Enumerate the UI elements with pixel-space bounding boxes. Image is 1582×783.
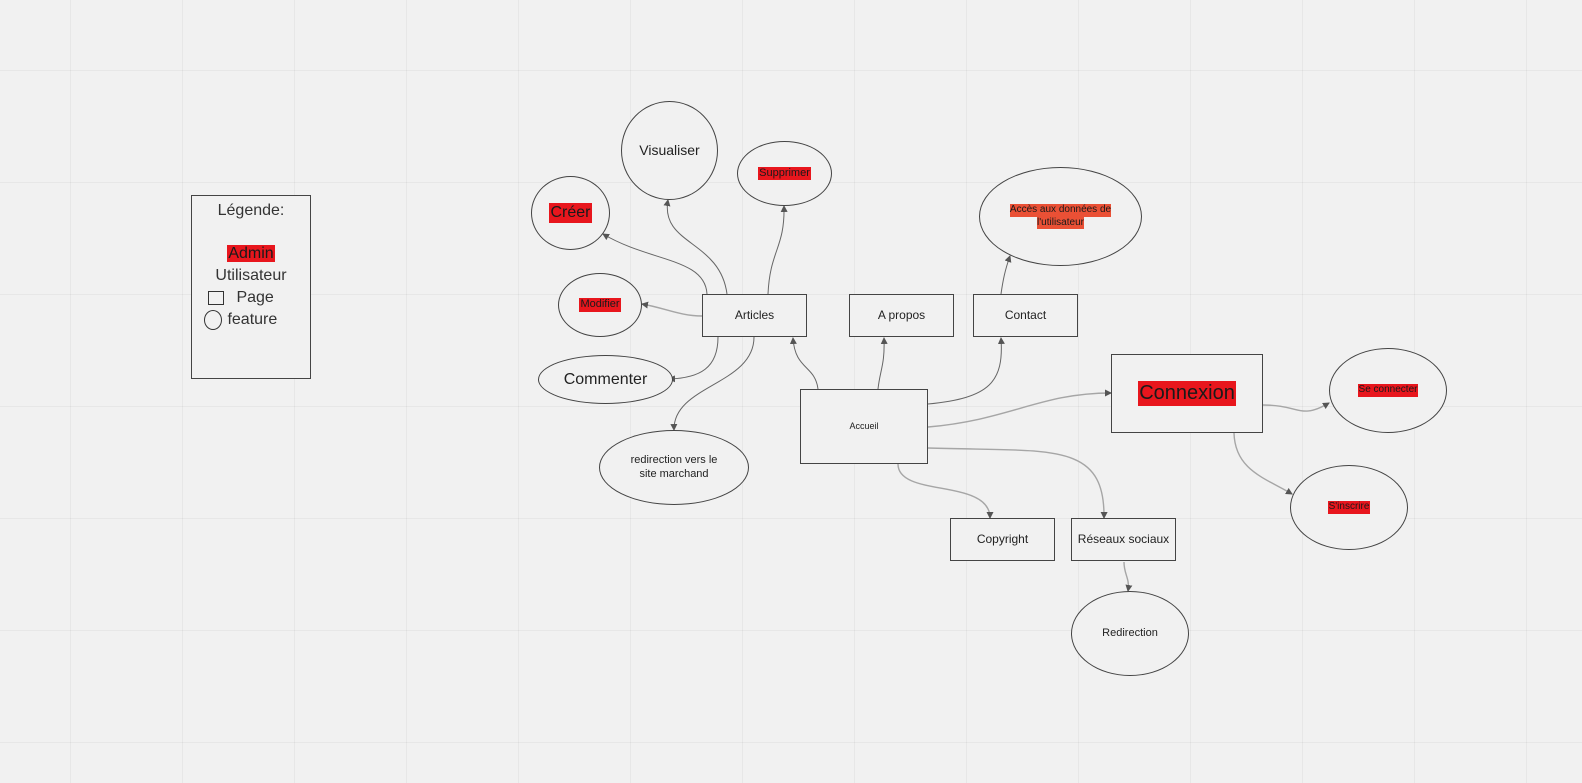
edge-accueil-reseaux — [927, 447, 1108, 519]
copyright-label: Copyright — [976, 532, 1029, 546]
edge-accueil-connexion — [927, 389, 1112, 428]
node-redirection-marchand[interactable]: redirection vers le site marchand — [599, 430, 749, 505]
node-a-propos[interactable]: A propos — [849, 294, 954, 337]
edge-accueil-apropos — [877, 337, 888, 390]
node-acces-donnees[interactable]: Accès aux données de l'utilisateur — [979, 167, 1142, 266]
legend-page-row: Page — [208, 289, 274, 307]
legend-page-label: Page — [236, 289, 274, 306]
edge-articles-supprimer — [767, 205, 788, 295]
edge-accueil-copyright — [897, 463, 994, 519]
node-contact[interactable]: Contact — [973, 294, 1078, 337]
legend-title: Légende: — [217, 202, 285, 219]
edge-connexion-sinscrire — [1233, 432, 1293, 495]
legend-admin-row: Admin — [192, 245, 310, 263]
legend-feature-label: feature — [227, 311, 278, 329]
modifier-label: Modifier — [579, 298, 621, 312]
node-articles[interactable]: Articles — [702, 294, 807, 337]
redirection-marchand-label: redirection vers le site marchand — [630, 453, 718, 480]
edge-accueil-contact — [927, 337, 1005, 405]
edge-connexion-seconnecter — [1262, 402, 1330, 412]
page-square-icon — [208, 290, 224, 305]
edge-articles-creer — [602, 233, 708, 295]
accueil-label: Accueil — [849, 420, 879, 431]
node-modifier[interactable]: Modifier — [558, 273, 642, 337]
node-redirection[interactable]: Redirection — [1071, 591, 1189, 676]
connexion-label: Connexion — [1138, 381, 1236, 406]
legend-user-label: Utilisateur — [215, 267, 287, 284]
commenter-label: Commenter — [563, 370, 648, 388]
feature-circle-icon — [204, 310, 222, 330]
node-copyright[interactable]: Copyright — [950, 518, 1055, 561]
visualiser-label: Visualiser — [639, 141, 700, 158]
node-visualiser[interactable]: Visualiser — [621, 101, 718, 200]
node-supprimer[interactable]: Supprimer — [737, 141, 832, 206]
s-inscrire-label: S'inscrire — [1327, 501, 1371, 514]
edge-accueil-articles — [789, 337, 819, 390]
edge-articles-redirection — [670, 336, 755, 431]
reseaux-sociaux-label: Réseaux sociaux — [1077, 532, 1170, 546]
edge-articles-visualiser — [663, 199, 728, 295]
acces-donnees-label-line2: l'utilisateur — [1037, 216, 1084, 229]
node-accueil[interactable]: Accueil — [800, 389, 928, 464]
a-propos-label: A propos — [877, 308, 926, 322]
node-se-connecter[interactable]: Se connecter — [1329, 348, 1447, 433]
edge-reseaux-redirection — [1123, 561, 1133, 592]
acces-donnees-label-line1: Accès aux données de — [1009, 204, 1112, 217]
legend-box: Légende: Admin Utilisateur Page feature — [191, 195, 311, 379]
creer-label: Créer — [549, 203, 592, 223]
legend-feature-row: feature — [204, 310, 277, 330]
node-commenter[interactable]: Commenter — [538, 355, 673, 404]
edge-contact-acces — [1000, 255, 1012, 295]
node-connexion[interactable]: Connexion — [1111, 354, 1263, 433]
supprimer-label: Supprimer — [758, 166, 811, 181]
articles-label: Articles — [734, 308, 775, 322]
se-connecter-label: Se connecter — [1357, 384, 1419, 397]
edge-articles-commenter — [668, 336, 719, 383]
redirection-label: Redirection — [1102, 626, 1158, 639]
contact-label: Contact — [1004, 308, 1047, 322]
node-creer[interactable]: Créer — [531, 176, 610, 250]
legend-admin-label: Admin — [227, 245, 275, 262]
node-reseaux-sociaux[interactable]: Réseaux sociaux — [1071, 518, 1176, 561]
edge-articles-modifier — [641, 301, 703, 317]
node-s-inscrire[interactable]: S'inscrire — [1290, 465, 1408, 550]
